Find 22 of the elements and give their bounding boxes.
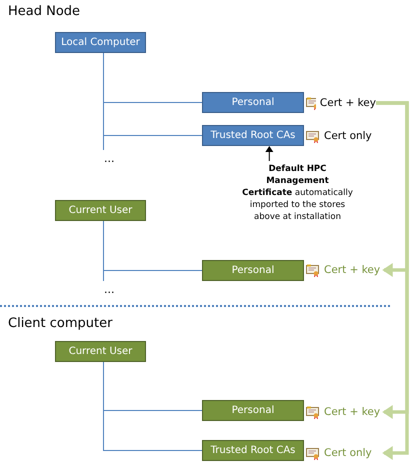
- section-heading: Client computer: [8, 316, 112, 331]
- ellipsis: ...: [104, 283, 114, 296]
- ellipsis: ...: [104, 152, 114, 165]
- store-box: Personal: [202, 400, 304, 421]
- connector-line: [103, 362, 202, 451]
- arrow: [265, 146, 274, 162]
- store-box: Local Computer: [55, 32, 146, 53]
- note-text: Default HPC Management Certificate automatically imported to the stores above at installation: [240, 163, 355, 223]
- certificate-label: Cert + key: [324, 264, 380, 276]
- certificate-label: Cert only: [324, 130, 372, 142]
- store-box: Current User: [55, 200, 146, 221]
- store-box: Personal: [202, 92, 304, 113]
- connector-line: [103, 52, 202, 136]
- certificate-label: Cert only: [324, 447, 372, 459]
- certificate-label: Cert + key: [324, 406, 380, 418]
- store-box: Current User: [55, 341, 146, 362]
- certificate-label: Cert + key: [320, 97, 376, 109]
- section-heading: Head Node: [8, 4, 80, 19]
- connector-line: [103, 220, 202, 271]
- store-box: Trusted Root CAs: [202, 125, 304, 146]
- store-box: Trusted Root CAs: [202, 440, 304, 461]
- store-box: Personal: [202, 260, 304, 281]
